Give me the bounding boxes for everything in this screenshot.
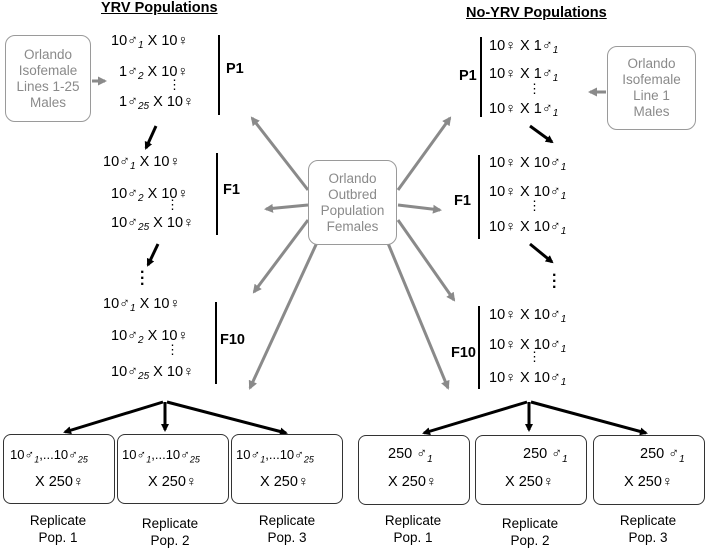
yrv-p1-bar (218, 35, 220, 115)
yrv-f1-label: F1 (223, 182, 240, 198)
noyrv-f1-cross-3: 10♀ X 10♂1 (489, 219, 567, 237)
arrow-yrv-f1-to-f10 (146, 243, 160, 267)
arrow-yrv-to-rep3 (166, 400, 288, 436)
arrow-noyrv-f1-to-f10 (529, 242, 554, 264)
noyrv-p1-cross-1: 10♀ X 1♂1 (489, 38, 559, 56)
noyrv-p1-label: P1 (459, 68, 477, 84)
left-source-line: Isofemale (18, 62, 78, 78)
yrv-f1-bar (216, 153, 218, 235)
noyrv-replicate-box-2: 250 ♂1 X 250♀ (475, 435, 587, 505)
arrow-noyrv-p1-to-f1 (529, 124, 554, 144)
yrv-f1-ellipsis: ⋮ (166, 197, 179, 212)
arrow-center-to-yrv-f10 (252, 219, 310, 294)
noyrv-f1-cross-2: 10♀ X 10♂1 (489, 184, 567, 202)
noyrv-p1-ellipsis: ⋮ (528, 81, 541, 96)
right-source-line: Males (633, 104, 670, 119)
yrv-rep2-line2: X 250♀ (148, 474, 197, 490)
yrv-f1-cross-1: 10♂1 X 10♀ (103, 154, 181, 172)
arrow-center-to-noyrv-f10 (396, 219, 456, 302)
yrv-rep1-line2: X 250♀ (35, 474, 84, 490)
noyrv-f1-label: F1 (454, 193, 471, 209)
noyrv-rep3-line1: 250 ♂1 (640, 446, 685, 465)
right-source-box: Orlando Isofemale Line 1 Males (607, 46, 696, 130)
noyrv-f10-ellipsis: ⋮ (528, 349, 541, 364)
right-source-line: Isofemale (622, 72, 681, 87)
yrv-f10-ellipsis: ⋮ (166, 342, 179, 357)
arrow-center-to-noyrv-bottom (383, 235, 450, 390)
arrow-noyrv-to-rep3 (530, 400, 648, 436)
yrv-f10-cross-1: 10♂1 X 10♀ (103, 296, 181, 314)
center-source-line: Outbred (328, 186, 377, 202)
noyrv-rep2-line1: 250 ♂1 (523, 446, 568, 465)
left-source-line: Lines 1-25 (16, 78, 80, 94)
yrv-p1-cross-2: 1♂2 X 10♀ (119, 64, 189, 82)
noyrv-f10-bar (478, 306, 480, 389)
yrv-f1-cross-2: 10♂2 X 10♀ (111, 186, 189, 204)
yrv-p1-cross-1: 10♂1 X 10♀ (111, 33, 189, 51)
arrow-yrv-to-rep1 (63, 400, 164, 435)
arrow-center-to-yrv-bottom (248, 235, 322, 390)
noyrv-p1-cross-3: 10♀ X 1♂1 (489, 101, 559, 119)
yrv-replicate-box-1: 10♂1,...10♂25 X 250♀ (3, 434, 115, 504)
noyrv-replicate-box-1: 250 ♂1 X 250♀ (358, 435, 470, 505)
center-source-line: Orlando (328, 170, 377, 186)
right-source-line: Orlando (627, 56, 676, 71)
noyrv-f1-bar (478, 155, 480, 239)
yrv-replicate-box-2: 10♂1,...10♂25 X 250♀ (117, 434, 229, 504)
yrv-p1-label: P1 (226, 61, 244, 77)
yrv-p1-cross-3: 1♂25 X 10♀ (119, 94, 194, 112)
noyrv-f10-label: F10 (451, 345, 476, 361)
right-source-line: Line 1 (633, 88, 670, 103)
left-source-box: Orlando Isofemale Lines 1-25 Males (5, 35, 91, 122)
center-source-line: Population (320, 202, 385, 218)
noyrv-f1-cross-1: 10♀ X 10♂1 (489, 155, 567, 173)
noyrv-title: No-YRV Populations (466, 5, 607, 21)
yrv-rep1-line1: 10♂1,...10♂25 (10, 447, 88, 465)
left-source-line: Orlando (23, 46, 72, 62)
noyrv-generation-ellipsis: ··· (552, 267, 558, 296)
center-source-line: Females (326, 218, 379, 234)
noyrv-rep1-line1: 250 ♂1 (388, 446, 433, 465)
noyrv-f1-ellipsis: ⋮ (528, 198, 541, 213)
arrow-yrv-p1-to-f1 (144, 125, 158, 150)
noyrv-replicate-box-3: 250 ♂1 X 250♀ (593, 435, 705, 505)
yrv-p1-ellipsis: ⋮ (168, 77, 181, 92)
yrv-f10-bar (215, 302, 217, 384)
arrow-center-to-yrv-p1 (250, 116, 310, 191)
arrow-center-to-noyrv-f1 (397, 203, 442, 214)
yrv-title: YRV Populations (101, 0, 218, 16)
noyrv-rep1-line2: X 250♀ (388, 474, 437, 490)
noyrv-f10-cross-1: 10♀ X 10♂1 (489, 307, 567, 325)
yrv-f10-cross-3: 10♂25 X 10♀ (111, 364, 194, 382)
noyrv-f10-cross-3: 10♀ X 10♂1 (489, 370, 567, 388)
yrv-generation-ellipsis: ··· (140, 264, 146, 293)
left-source-line: Males (29, 94, 66, 110)
noyrv-p1-cross-2: 10♀ X 1♂1 (489, 66, 559, 84)
yrv-rep3-line2: X 250♀ (260, 474, 309, 490)
center-source-box: Orlando Outbred Population Females (308, 160, 397, 245)
yrv-rep3-line1: 10♂1,...10♂25 (236, 447, 314, 465)
noyrv-p1-bar (480, 37, 482, 117)
arrow-center-to-noyrv-p1 (396, 116, 452, 191)
noyrv-f10-cross-2: 10♀ X 10♂1 (489, 337, 567, 355)
noyrv-rep2-line2: X 250♀ (505, 474, 554, 490)
yrv-rep2-line1: 10♂1,...10♂25 (122, 447, 200, 465)
yrv-f10-cross-2: 10♂2 X 10♀ (111, 328, 189, 346)
yrv-f1-cross-3: 10♂25 X 10♀ (111, 215, 194, 233)
arrow-center-to-yrv-f1 (264, 203, 309, 213)
arrow-noyrv-to-rep1 (422, 400, 528, 436)
noyrv-rep3-line2: X 250♀ (624, 474, 673, 490)
yrv-f10-label: F10 (220, 332, 245, 348)
yrv-replicate-box-3: 10♂1,...10♂25 X 250♀ (231, 434, 343, 504)
